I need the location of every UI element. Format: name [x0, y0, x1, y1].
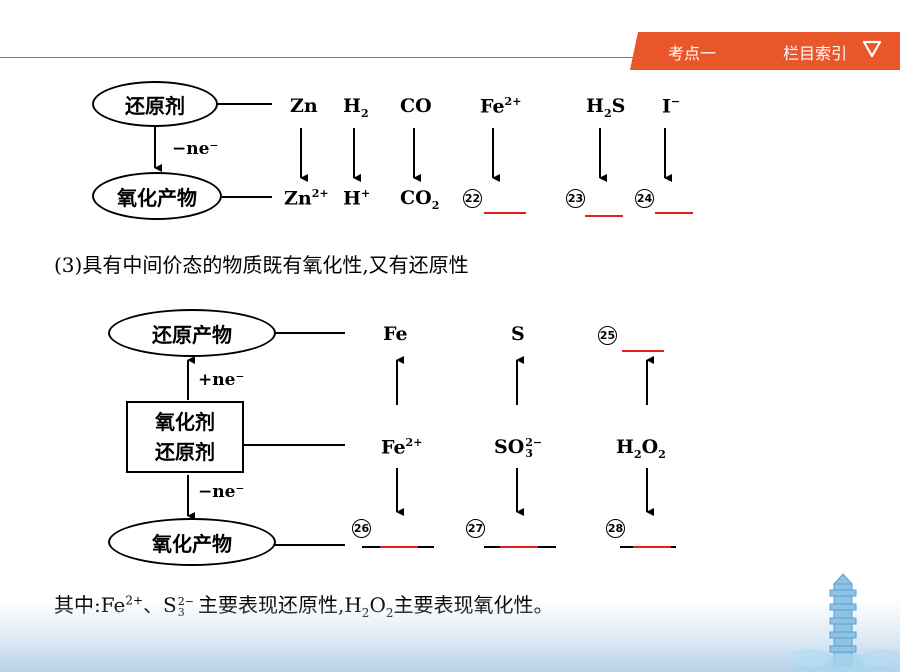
oxidation-product-label-2: 氧化产物 [152, 531, 232, 556]
reductant-ellipse: 还原剂 [92, 81, 218, 127]
oxidation-product-ellipse: 氧化产物 [92, 172, 222, 220]
oxidation-product-label: 氧化产物 [117, 185, 197, 210]
species-co2: CO2 [400, 187, 440, 212]
answer-blank-25[interactable] [622, 350, 664, 352]
paragraph-3: (3)具有中间价态的物质既有氧化性,又有还原性 [54, 253, 469, 277]
blank-number-26: 26 [352, 519, 371, 538]
pagoda-building-icon [790, 573, 900, 672]
species-h2o2: H2O2 [616, 436, 666, 461]
reductant-label-2: 还原剂 [155, 440, 215, 464]
triangle-down-icon[interactable] [862, 40, 882, 58]
answer-blank-28[interactable] [633, 546, 671, 548]
species-fe2plus: Fe2+ [480, 95, 522, 118]
reductant-label: 还原剂 [125, 93, 185, 118]
blank-number-24: 24 [635, 189, 654, 208]
species-hplus: H+ [343, 187, 371, 210]
answer-blank-23[interactable] [585, 215, 623, 217]
electron-gain-label: +ne⁻ [198, 370, 245, 390]
answer-blank-26[interactable] [380, 546, 418, 548]
species-iodide: I− [662, 95, 681, 118]
electron-loss-label-2: −ne⁻ [198, 482, 245, 502]
bottom-gradient-band [0, 600, 900, 672]
oxidation-product-ellipse-2: 氧化产物 [108, 518, 276, 566]
answer-blank-24[interactable] [655, 212, 693, 214]
species-fe: Fe [383, 323, 408, 345]
species-h2s: H2S [586, 95, 626, 120]
index-label[interactable]: 栏目索引 [783, 44, 848, 63]
header-divider-line [0, 57, 640, 58]
nav-bar [630, 32, 900, 70]
blank-number-25: 25 [598, 326, 617, 345]
reduction-product-label: 还原产物 [152, 322, 232, 347]
blank-number-28: 28 [606, 519, 625, 538]
species-h2: H2 [343, 95, 369, 120]
species-co: CO [400, 95, 432, 117]
reduction-product-ellipse: 还原产物 [108, 309, 276, 357]
section-label[interactable]: 考点一 [668, 44, 717, 63]
species-s: S [511, 323, 525, 345]
electron-loss-label: −ne⁻ [172, 139, 219, 159]
species-zn2plus: Zn2+ [284, 187, 329, 210]
blank-number-27: 27 [466, 519, 485, 538]
oxidant-reductant-box: 氧化剂 还原剂 [126, 401, 244, 473]
blank-number-23: 23 [566, 189, 585, 208]
species-fe2plus-2: Fe2+ [381, 436, 423, 459]
blank-number-22: 22 [463, 189, 482, 208]
oxidant-label: 氧化剂 [155, 410, 215, 434]
answer-blank-22[interactable] [484, 212, 526, 214]
answer-blank-27[interactable] [500, 546, 538, 548]
species-zn: Zn [290, 95, 318, 117]
